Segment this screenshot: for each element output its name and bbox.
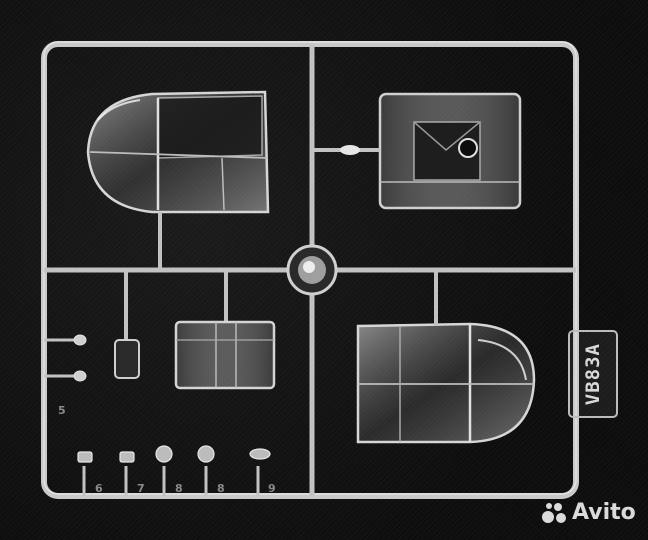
sprue-code-text: VB83A [582,342,604,406]
part-number-5: 5 [58,404,66,417]
small-lens-parts-left [44,334,87,382]
canopy-part-bottom-right [356,270,536,444]
canopy-part-top-left [86,90,270,268]
watermark-text: Avito [572,500,636,525]
small-window-part [114,270,140,379]
sprue-hub [286,244,338,296]
sprue-code-tag: VB83A [568,330,618,418]
lens-parts-bottom [77,445,271,496]
windscreen-part-top-right [312,92,522,210]
part-number-7: 7 [137,482,145,495]
part-number-8a: 8 [175,482,183,495]
avito-watermark: Avito [542,500,636,525]
part-number-9: 9 [268,482,276,495]
part-number-6: 6 [95,482,103,495]
part-number-8b: 8 [217,482,225,495]
avito-dots-icon [542,501,568,525]
side-window-part-center [174,270,276,390]
